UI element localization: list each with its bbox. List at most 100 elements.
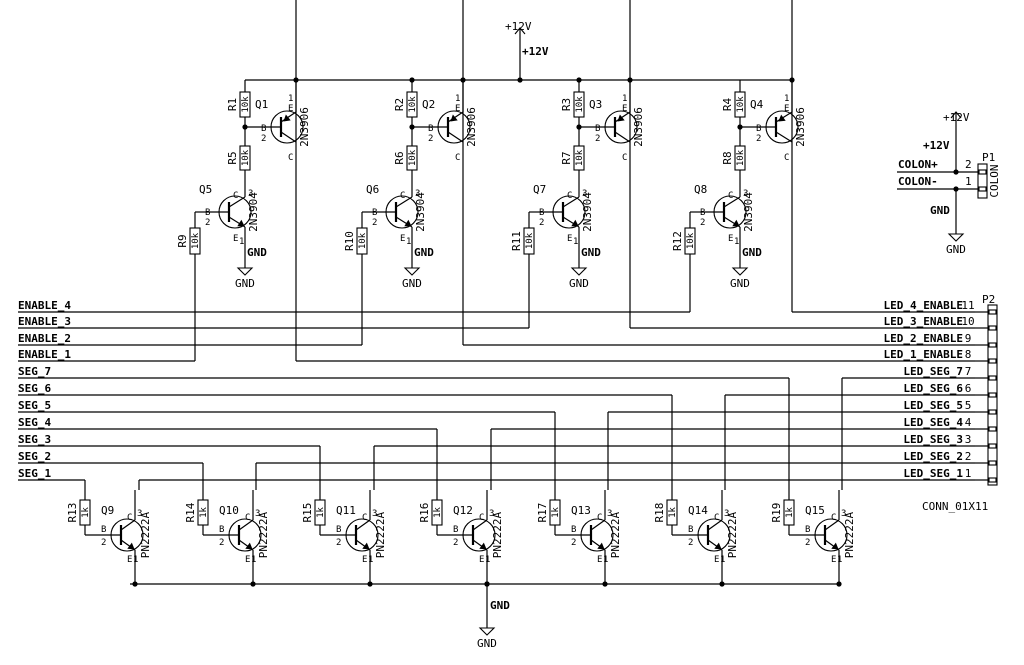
resistor-seg [783,499,795,526]
connector-pin-number: 10 [961,315,974,328]
pin-number: 3 [248,189,253,199]
pin-number: 1 [251,555,256,565]
net-label-left: ENABLE_2 [18,332,71,345]
segment-transistor-value: PN2222A [843,511,856,558]
resistor-ref: R13 [66,503,79,523]
transistor-lead [614,131,631,143]
pin-label: C [127,513,132,523]
resistor-seg [666,499,678,526]
resistor-value: 10k [408,149,418,166]
pin-label: E [597,555,602,565]
transistor-ref: Q10 [219,504,239,517]
resistor-ref: R19 [770,503,783,523]
connector-pin-number: 3 [965,433,972,446]
ground-label: GND [730,277,750,290]
resistor-value: 1k [316,507,326,518]
pin-label: B [428,124,433,134]
transistor-arrow [714,542,722,550]
pin-number: 3 [841,509,846,519]
labels-layer: ENABLE_4ENABLE_3ENABLE_2ENABLE_1SEG_7SEG… [18,20,1001,650]
vcc-net-label: +12V [923,139,950,152]
transistor-arrow [450,114,458,122]
gnd-net-label: GND [414,246,434,259]
resistor-value: 10k [525,232,535,249]
pin-number: 1 [573,237,578,247]
pnp-value: 2N3906 [794,107,807,147]
pin-label: B [261,124,266,134]
pin-label: B [205,208,210,218]
npn-value: 2N3904 [581,192,594,232]
resistor-value: 1k [81,507,91,518]
segment-transistor-value: PN2222A [491,511,504,558]
transistor-lead [447,131,464,143]
net-label-colon: COLON+ [898,158,938,171]
transistor-arrow [617,114,625,122]
gnd-net-label: GND [742,246,762,259]
pin-label: B [101,525,106,535]
pin-number: 3 [415,189,420,199]
pin-label: E [714,555,719,565]
transistor-arrow [283,114,291,122]
resistor-ref: R10 [343,231,356,251]
pin-number: 2 [428,134,433,144]
resistor-seg [79,499,91,526]
connector-pin-number: 8 [965,348,972,361]
resistor-ref: R2 [393,98,406,111]
junction-dot [576,77,582,83]
net-label-colon: COLON- [898,175,938,188]
net-label-right: LED_1_ENABLE [884,348,963,361]
resistor-ref: R8 [721,151,734,164]
pin-label: C [233,191,238,201]
net-label-right: LED_3_ENABLE [884,315,963,328]
resistor-ref: R1 [226,98,239,111]
connector-pin-pad [988,358,997,364]
transistor-ref: Q12 [453,504,473,517]
connector-pin-number: 2 [965,158,972,171]
transistor-ref: Q5 [199,183,212,196]
resistor-base [189,227,201,255]
pin-number: 1 [837,555,842,565]
resistor-ref: R7 [560,151,573,164]
pin-label: E [455,104,460,114]
net-label-left: SEG_4 [18,416,51,429]
connector-pin-number: 11 [961,299,974,312]
resistor-ref: R5 [226,151,239,164]
resistor-top [734,91,746,118]
connector-pin-pad [988,325,997,331]
resistor-seg [197,499,209,526]
resistor-mid [734,145,746,171]
transistor-ref: Q7 [533,183,546,196]
transistor-arrow [127,542,135,550]
connector-pin-pad [988,392,997,398]
transistor-ref: Q6 [366,183,379,196]
pin-number: 1 [622,94,627,104]
pin-label: B [219,525,224,535]
transistor-ref: Q8 [694,183,707,196]
connector-pin-number: 2 [965,450,972,463]
pin-number: 3 [607,509,612,519]
pin-label: E [728,234,733,244]
connector-ref: P2 [982,293,995,306]
ground-label: GND [235,277,255,290]
transistor-arrow [571,219,579,227]
pin-number: 1 [784,94,789,104]
resistor-ref: R17 [536,503,549,523]
pin-number: 2 [261,134,266,144]
transistor-ref: Q4 [750,98,764,111]
pin-label: B [805,525,810,535]
resistor-ref: R11 [510,231,523,251]
transistor-lead [590,519,606,531]
vcc-net-label: +12V [522,45,549,58]
segment-transistor-value: PN2222A [374,511,387,558]
pin-label: C [831,513,836,523]
transistor-lead [472,519,488,531]
pin-number: 2 [595,134,600,144]
pin-number: 1 [406,237,411,247]
resistor-top [406,91,418,118]
net-label-left: SEG_1 [18,467,51,480]
connector-pin-pad [988,477,997,483]
resistor-mid [406,145,418,171]
pin-number: 2 [336,538,341,548]
pin-number: 1 [720,555,725,565]
ground-symbol [478,627,496,636]
